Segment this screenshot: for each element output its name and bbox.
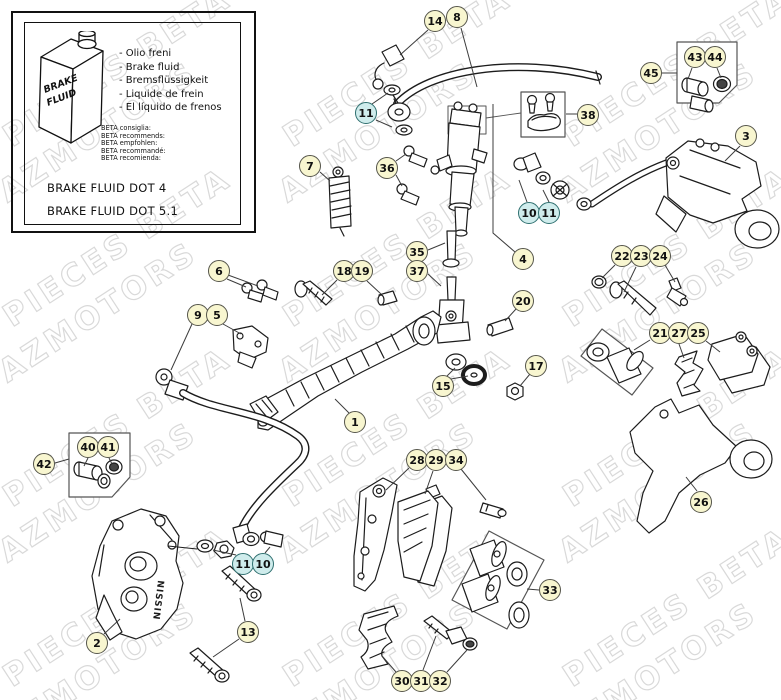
callout-30[interactable]: 30 [391,670,413,692]
callout-22[interactable]: 22 [611,245,633,267]
callout-43[interactable]: 43 [684,46,706,68]
callout-41[interactable]: 41 [97,436,119,458]
callout-3[interactable]: 3 [735,125,757,147]
callout-17[interactable]: 17 [525,355,547,377]
callout-2[interactable]: 2 [86,632,108,654]
callout-15[interactable]: 15 [432,375,454,397]
part-spring [328,166,352,237]
part-cap-22 [591,275,607,289]
text-line: - Brake fluid [119,61,180,73]
part-cap-kit-box [520,91,566,138]
text-line: - El líquido de frenos [119,102,222,114]
dot4-label: BRAKE FLUID DOT 4 [47,181,167,195]
text-line: BETA empfohlen: [101,139,158,148]
part-bolt-18 [294,280,333,306]
part-banjo-fitting [372,44,413,136]
part-bolts-13 [189,565,262,683]
callout-10[interactable]: 10 [518,202,540,224]
callout-11[interactable]: 11 [538,202,560,224]
info-inner-frame: BRAKE FLUID - Olio freni - Brake fluid - B… [24,22,241,225]
part-banjo-stack-front [167,530,284,559]
callout-1[interactable]: 1 [344,411,366,433]
part-valve-24 [666,277,689,307]
callout-5[interactable]: 5 [206,304,228,326]
part-pad-holder-28 [353,477,398,592]
part-rear-caliper [655,138,780,249]
callout-34[interactable]: 34 [445,449,467,471]
text-line: - Liquide de frein [119,88,204,100]
part-master-cylinder [430,101,522,237]
part-hose-rear [588,144,707,208]
callout-24[interactable]: 24 [649,245,671,267]
part-nut-17 [506,382,524,401]
callout-11[interactable]: 11 [232,553,254,575]
callout-7[interactable]: 7 [299,155,321,177]
callout-18[interactable]: 18 [333,260,355,282]
part-pad-spring-27 [674,350,704,397]
text-line: BETA recommends: [101,131,166,140]
callout-6[interactable]: 6 [208,260,230,282]
callout-27[interactable]: 27 [668,322,690,344]
callout-25[interactable]: 25 [687,322,709,344]
part-pads-29 [397,484,453,587]
part-piston-kit-21 [580,328,654,396]
callout-32[interactable]: 32 [429,670,451,692]
callout-38[interactable]: 38 [577,104,599,126]
part-pushrod-clevis [435,230,471,344]
callout-29[interactable]: 29 [425,449,447,471]
part-pin-19 [377,290,398,306]
part-bolts-36 [396,145,428,206]
text-line: BETA recommandé: [101,146,166,155]
callout-23[interactable]: 23 [630,245,652,267]
part-pad-spring-30 [358,605,399,670]
callout-42[interactable]: 42 [33,453,55,475]
callout-45[interactable]: 45 [640,62,662,84]
text-line: BETA consiglia: [101,124,152,132]
callout-26[interactable]: 26 [690,491,712,513]
part-bolts-6 [241,279,279,303]
part-pin-34 [479,502,507,519]
part-pads-25 [707,331,771,394]
part-bracket-26 [629,398,773,534]
fluid-language-list: - Olio freni - Brake fluid - Bremsflüssigk… [119,47,222,115]
callout-44[interactable]: 44 [704,46,726,68]
leader-lines [54,27,741,673]
callout-4[interactable]: 4 [512,248,534,270]
callout-10[interactable]: 10 [252,553,274,575]
callout-11[interactable]: 11 [355,102,377,124]
text-line: BETA recomienda: [101,154,162,163]
part-bracket-5 [232,325,269,369]
part-banjo-stack-rear [513,152,592,211]
text-line: - Bremsflüssigkeit [119,75,209,87]
part-pin-23 [609,280,657,316]
part-pin-31 [423,615,468,645]
callout-28[interactable]: 28 [406,449,428,471]
brake-fluid-info-box: BRAKE FLUID - Olio freni - Brake fluid - B… [11,11,256,233]
part-cap-32 [462,637,478,651]
text-line: - Olio freni [119,48,172,59]
caliper-brand-label: NISSIN [150,580,165,621]
callout-31[interactable]: 31 [410,670,432,692]
brake-fluid-bottle: BRAKE FLUID [38,31,104,144]
callout-37[interactable]: 37 [406,260,428,282]
callout-14[interactable]: 14 [424,10,446,32]
part-brake-pedal [249,310,442,431]
part-pin-20 [486,317,514,337]
part-front-caliper: NISSIN [91,508,184,641]
callout-13[interactable]: 13 [237,621,259,643]
callout-19[interactable]: 19 [351,260,373,282]
part-washers-15 [445,353,487,386]
callout-36[interactable]: 36 [376,157,398,179]
callout-40[interactable]: 40 [77,436,99,458]
callout-20[interactable]: 20 [512,290,534,312]
part-hose-front [393,63,602,111]
part-hose-9 [155,368,310,544]
dot51-label: BRAKE FLUID DOT 5.1 [47,204,179,218]
callout-33[interactable]: 33 [539,579,561,601]
part-piston-kit-33 [451,530,545,630]
beta-recommendation-list: BETA consiglia:BETA recommends:BETA empf… [101,124,166,163]
callout-8[interactable]: 8 [446,6,468,28]
